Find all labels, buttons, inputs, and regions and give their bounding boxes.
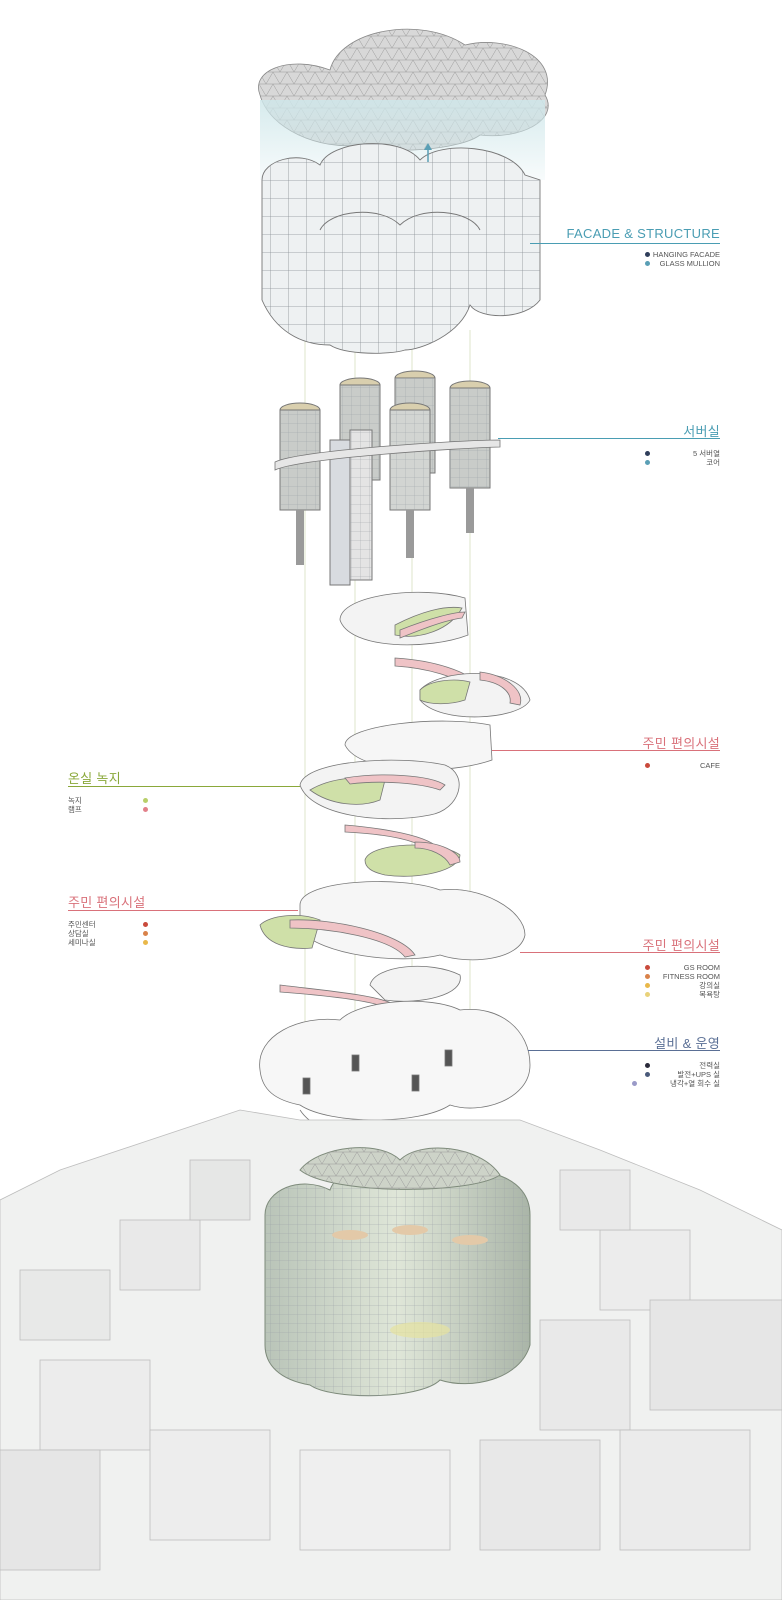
legend-dot	[645, 965, 650, 970]
fitness-item-gs: GS ROOM	[560, 963, 720, 972]
legend-dot	[143, 940, 148, 945]
community-item-center: 주민센터	[68, 920, 148, 929]
greenhouse-item-ramp: 램프	[68, 805, 148, 814]
facility-title: 설비 & 운영	[654, 1036, 720, 1051]
facade-item-hanging: HANGING FACADE	[560, 250, 720, 259]
cafe-item-cafe: CAFE	[560, 761, 720, 770]
greenhouse-item-green: 녹지	[68, 796, 148, 805]
server-towers	[274, 370, 501, 586]
fitness-callout: 주민 편의시설 GS ROOM FITNESS ROOM 강의실 목욕탕	[560, 935, 720, 999]
facade-item-mullion: GLASS MULLION	[560, 259, 720, 268]
facility-item-power: 전력실	[560, 1061, 720, 1070]
legend-dot	[143, 931, 148, 936]
legend-dot	[143, 922, 148, 927]
facility-item-cooling: 냉각+열 회수 실	[560, 1079, 720, 1088]
server-item-rows: 5 서버열	[560, 449, 720, 458]
facade-rule	[530, 243, 720, 244]
greenhouse-callout: 온실 녹지 녹지 램프	[68, 768, 148, 814]
legend-dot	[143, 798, 148, 803]
community-callout: 주민 편의시설 주민센터 상담실 세미나실	[68, 892, 148, 947]
cafe-rule	[492, 750, 720, 751]
cafe-title: 주민 편의시설	[642, 736, 720, 751]
legend-dot	[645, 974, 650, 979]
fitness-item-bath: 목욕탕	[560, 990, 720, 999]
legend-dot	[645, 1063, 650, 1068]
legend-dot	[645, 252, 650, 257]
legend-dot	[143, 807, 148, 812]
community-rule	[68, 910, 298, 911]
greenhouse-title: 온실 녹지	[68, 771, 121, 786]
legend-dot	[645, 451, 650, 456]
fitness-title: 주민 편의시설	[642, 938, 720, 953]
greenhouse-rule	[68, 786, 300, 787]
facade-title: FACADE & STRUCTURE	[566, 226, 720, 241]
legend-dot	[645, 992, 650, 997]
server-item-core: 코어	[560, 458, 720, 467]
server-callout: 서버실 5 서버열 코어	[560, 421, 720, 467]
fitness-rule	[520, 952, 720, 953]
cafe-callout: 주민 편의시설 CAFE	[560, 733, 720, 770]
legend-dot	[645, 460, 650, 465]
facade-curtain-wall	[260, 100, 545, 354]
facility-rule	[528, 1050, 720, 1051]
fitness-item-fitness: FITNESS ROOM	[560, 972, 720, 981]
legend-dot	[645, 983, 650, 988]
community-item-seminar: 세미나실	[68, 938, 148, 947]
assembled-building	[264, 1147, 531, 1397]
server-rule	[498, 438, 720, 439]
community-title: 주민 편의시설	[68, 895, 146, 910]
legend-dot	[645, 763, 650, 768]
legend-dot	[645, 1072, 650, 1077]
server-title: 서버실	[683, 424, 720, 439]
legend-dot	[632, 1081, 637, 1086]
fitness-item-lecture: 강의실	[560, 981, 720, 990]
community-item-counsel: 상담실	[68, 929, 148, 938]
facility-callout: 설비 & 운영 전력실 발전+UPS 실 냉각+열 회수 실	[560, 1033, 720, 1088]
floor-plates	[259, 591, 531, 1137]
legend-dot	[645, 261, 650, 266]
facility-item-ups: 발전+UPS 실	[560, 1070, 720, 1079]
facade-callout: FACADE & STRUCTURE HANGING FACADE GLASS …	[560, 226, 720, 268]
